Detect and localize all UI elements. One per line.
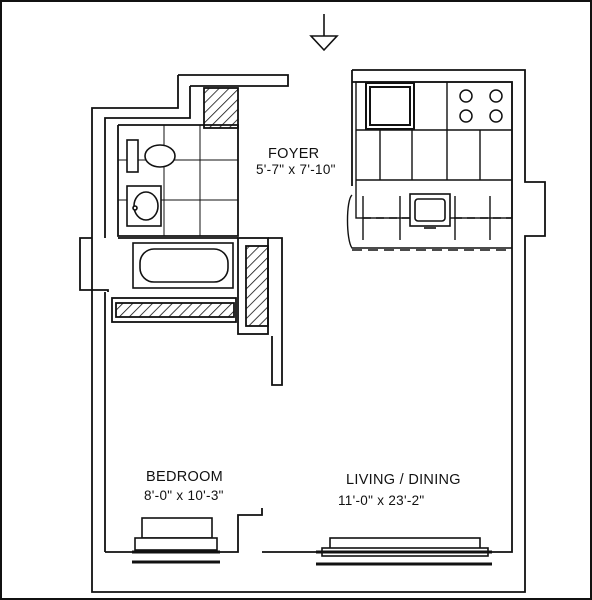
foyer-label: FOYER (268, 146, 320, 162)
living-dining-label: LIVING / DINING (346, 472, 461, 488)
living-dining-dimensions: 11'-0" x 23'-2" (338, 493, 425, 508)
refrigerator-icon (365, 82, 415, 130)
entry-arrow-icon (309, 14, 339, 52)
sink-icon (409, 193, 451, 229)
bedroom-label: BEDROOM (146, 469, 224, 485)
stove-icon (459, 89, 503, 123)
window-icon (132, 517, 492, 566)
foyer-dimensions: 5'-7" x 7'-10" (256, 162, 336, 177)
lavatory-icon (126, 185, 162, 227)
interior-walls (111, 87, 283, 386)
bathtub-icon (132, 242, 234, 289)
bedroom-dimensions: 8'-0" x 10'-3" (144, 488, 224, 503)
toilet-icon (126, 139, 176, 173)
